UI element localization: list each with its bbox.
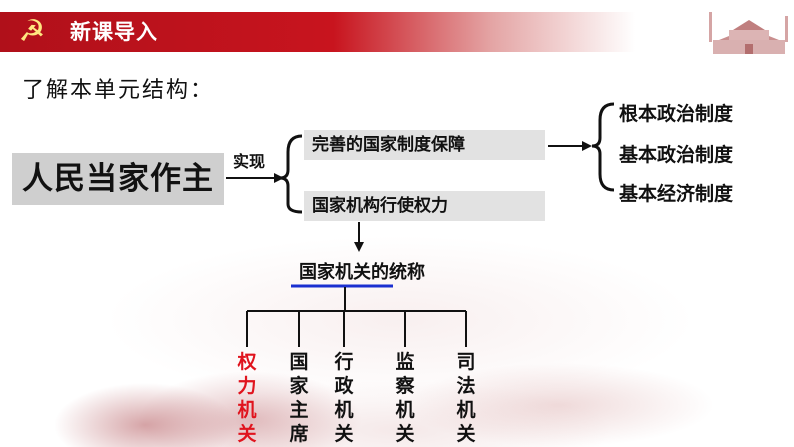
organ-power: 权力机关 — [237, 351, 257, 445]
system-basic-economic: 基本经济制度 — [619, 183, 734, 205]
header-bar — [0, 12, 794, 52]
hammer-sickle-icon: ☭ — [18, 14, 46, 49]
organ-president: 国家主席 — [289, 351, 309, 445]
collective-name: 国家机关的统称 — [299, 262, 425, 283]
organ-supervisory: 监察机关 — [395, 351, 415, 445]
connector-label: 实现 — [233, 152, 266, 171]
branch-guarantee: 完善的国家制度保障 — [304, 130, 545, 160]
header-title: 新课导入 — [70, 20, 158, 44]
subtitle: 了解本单元结构： — [22, 78, 215, 103]
organ-administrative: 行政机关 — [334, 351, 354, 445]
branch-exercise-power: 国家机构行使权力 — [304, 191, 545, 221]
root-node: 人民当家作主 — [12, 153, 224, 205]
system-basic-political: 基本政治制度 — [619, 144, 734, 166]
system-fundamental-political: 根本政治制度 — [619, 103, 734, 125]
ink-mountain-background — [0, 190, 794, 447]
tiananmen-icon — [709, 12, 788, 54]
organ-judicial: 司法机关 — [456, 351, 476, 445]
